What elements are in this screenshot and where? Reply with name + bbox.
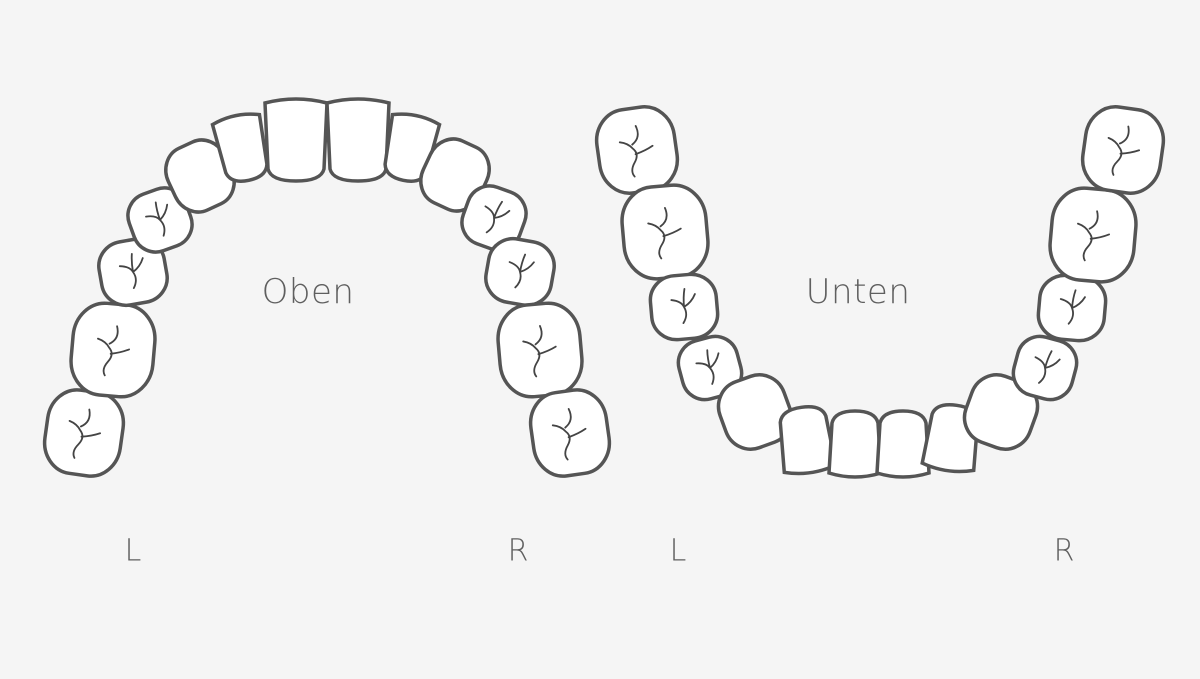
lower-premolar-tooth-4[interactable] xyxy=(673,331,746,404)
fissure-lines xyxy=(97,325,131,377)
lower-right-label: R xyxy=(1053,533,1075,569)
tooth-outline xyxy=(496,301,584,399)
tooth-outline xyxy=(778,405,838,476)
tooth-outline xyxy=(827,409,883,479)
lower-incisor-tooth-8[interactable] xyxy=(875,409,931,479)
lower-molar-tooth-13[interactable] xyxy=(1047,186,1139,285)
upper-molar-tooth-14[interactable] xyxy=(527,386,614,480)
fissure-lines xyxy=(1107,125,1141,176)
upper-premolar-tooth-11[interactable] xyxy=(456,180,533,257)
upper-right-label: R xyxy=(507,533,529,569)
tooth-outline xyxy=(875,409,931,479)
fissure-lines xyxy=(647,207,682,260)
tooth-outline xyxy=(1080,105,1166,195)
fissure-lines xyxy=(695,349,720,385)
lower-jaw-label: Unten xyxy=(805,272,911,312)
upper-incisor-tooth-6[interactable] xyxy=(210,111,273,186)
fissure-lines xyxy=(1059,289,1086,325)
upper-jaw-label: Oben xyxy=(261,272,355,312)
tooth-outline xyxy=(716,373,794,451)
lower-premolar-tooth-12[interactable] xyxy=(1036,273,1108,343)
tooth-outline xyxy=(69,301,157,399)
upper-premolar-tooth-3[interactable] xyxy=(95,235,171,309)
lower-incisor-tooth-7[interactable] xyxy=(827,409,883,479)
fissure-lines xyxy=(551,408,587,461)
upper-incisor-tooth-7[interactable] xyxy=(263,97,329,183)
fissure-lines xyxy=(618,125,654,178)
fissure-lines xyxy=(522,325,557,378)
upper-molar-tooth-1[interactable] xyxy=(41,386,128,480)
fissure-lines xyxy=(508,253,535,289)
lower-left-label: L xyxy=(669,533,687,569)
fissure-lines xyxy=(484,200,511,234)
tooth-outline xyxy=(210,112,269,183)
fissure-lines xyxy=(145,201,169,237)
upper-molar-tooth-13[interactable] xyxy=(495,301,585,400)
tooth-outline xyxy=(1048,186,1138,284)
fissure-lines xyxy=(1034,350,1061,384)
tooth-outline xyxy=(263,97,329,183)
lower-incisor-tooth-6[interactable] xyxy=(776,404,838,477)
lower-molar-tooth-14[interactable] xyxy=(1079,103,1168,197)
upper-premolar-tooth-12[interactable] xyxy=(482,235,558,309)
lower-molar-tooth-2[interactable] xyxy=(619,183,711,282)
lower-molar-tooth-1[interactable] xyxy=(593,103,682,197)
lower-premolar-tooth-11[interactable] xyxy=(1008,331,1081,404)
fissure-lines xyxy=(118,253,144,290)
tooth-outline xyxy=(325,97,391,183)
upper-premolar-tooth-4[interactable] xyxy=(122,182,199,259)
lower-canine-tooth-5[interactable] xyxy=(711,367,799,456)
fissure-lines xyxy=(670,287,696,325)
upper-incisor-tooth-8[interactable] xyxy=(325,97,391,183)
lower-premolar-tooth-3[interactable] xyxy=(648,272,720,342)
tooth-outline xyxy=(528,388,612,478)
tooth-outline xyxy=(42,388,126,478)
upper-left-label: L xyxy=(124,533,142,569)
fissure-lines xyxy=(1077,210,1111,262)
fissure-lines xyxy=(68,408,102,459)
tooth-outline xyxy=(594,105,680,195)
upper-molar-tooth-2[interactable] xyxy=(68,301,158,400)
tooth-outline xyxy=(620,183,710,281)
